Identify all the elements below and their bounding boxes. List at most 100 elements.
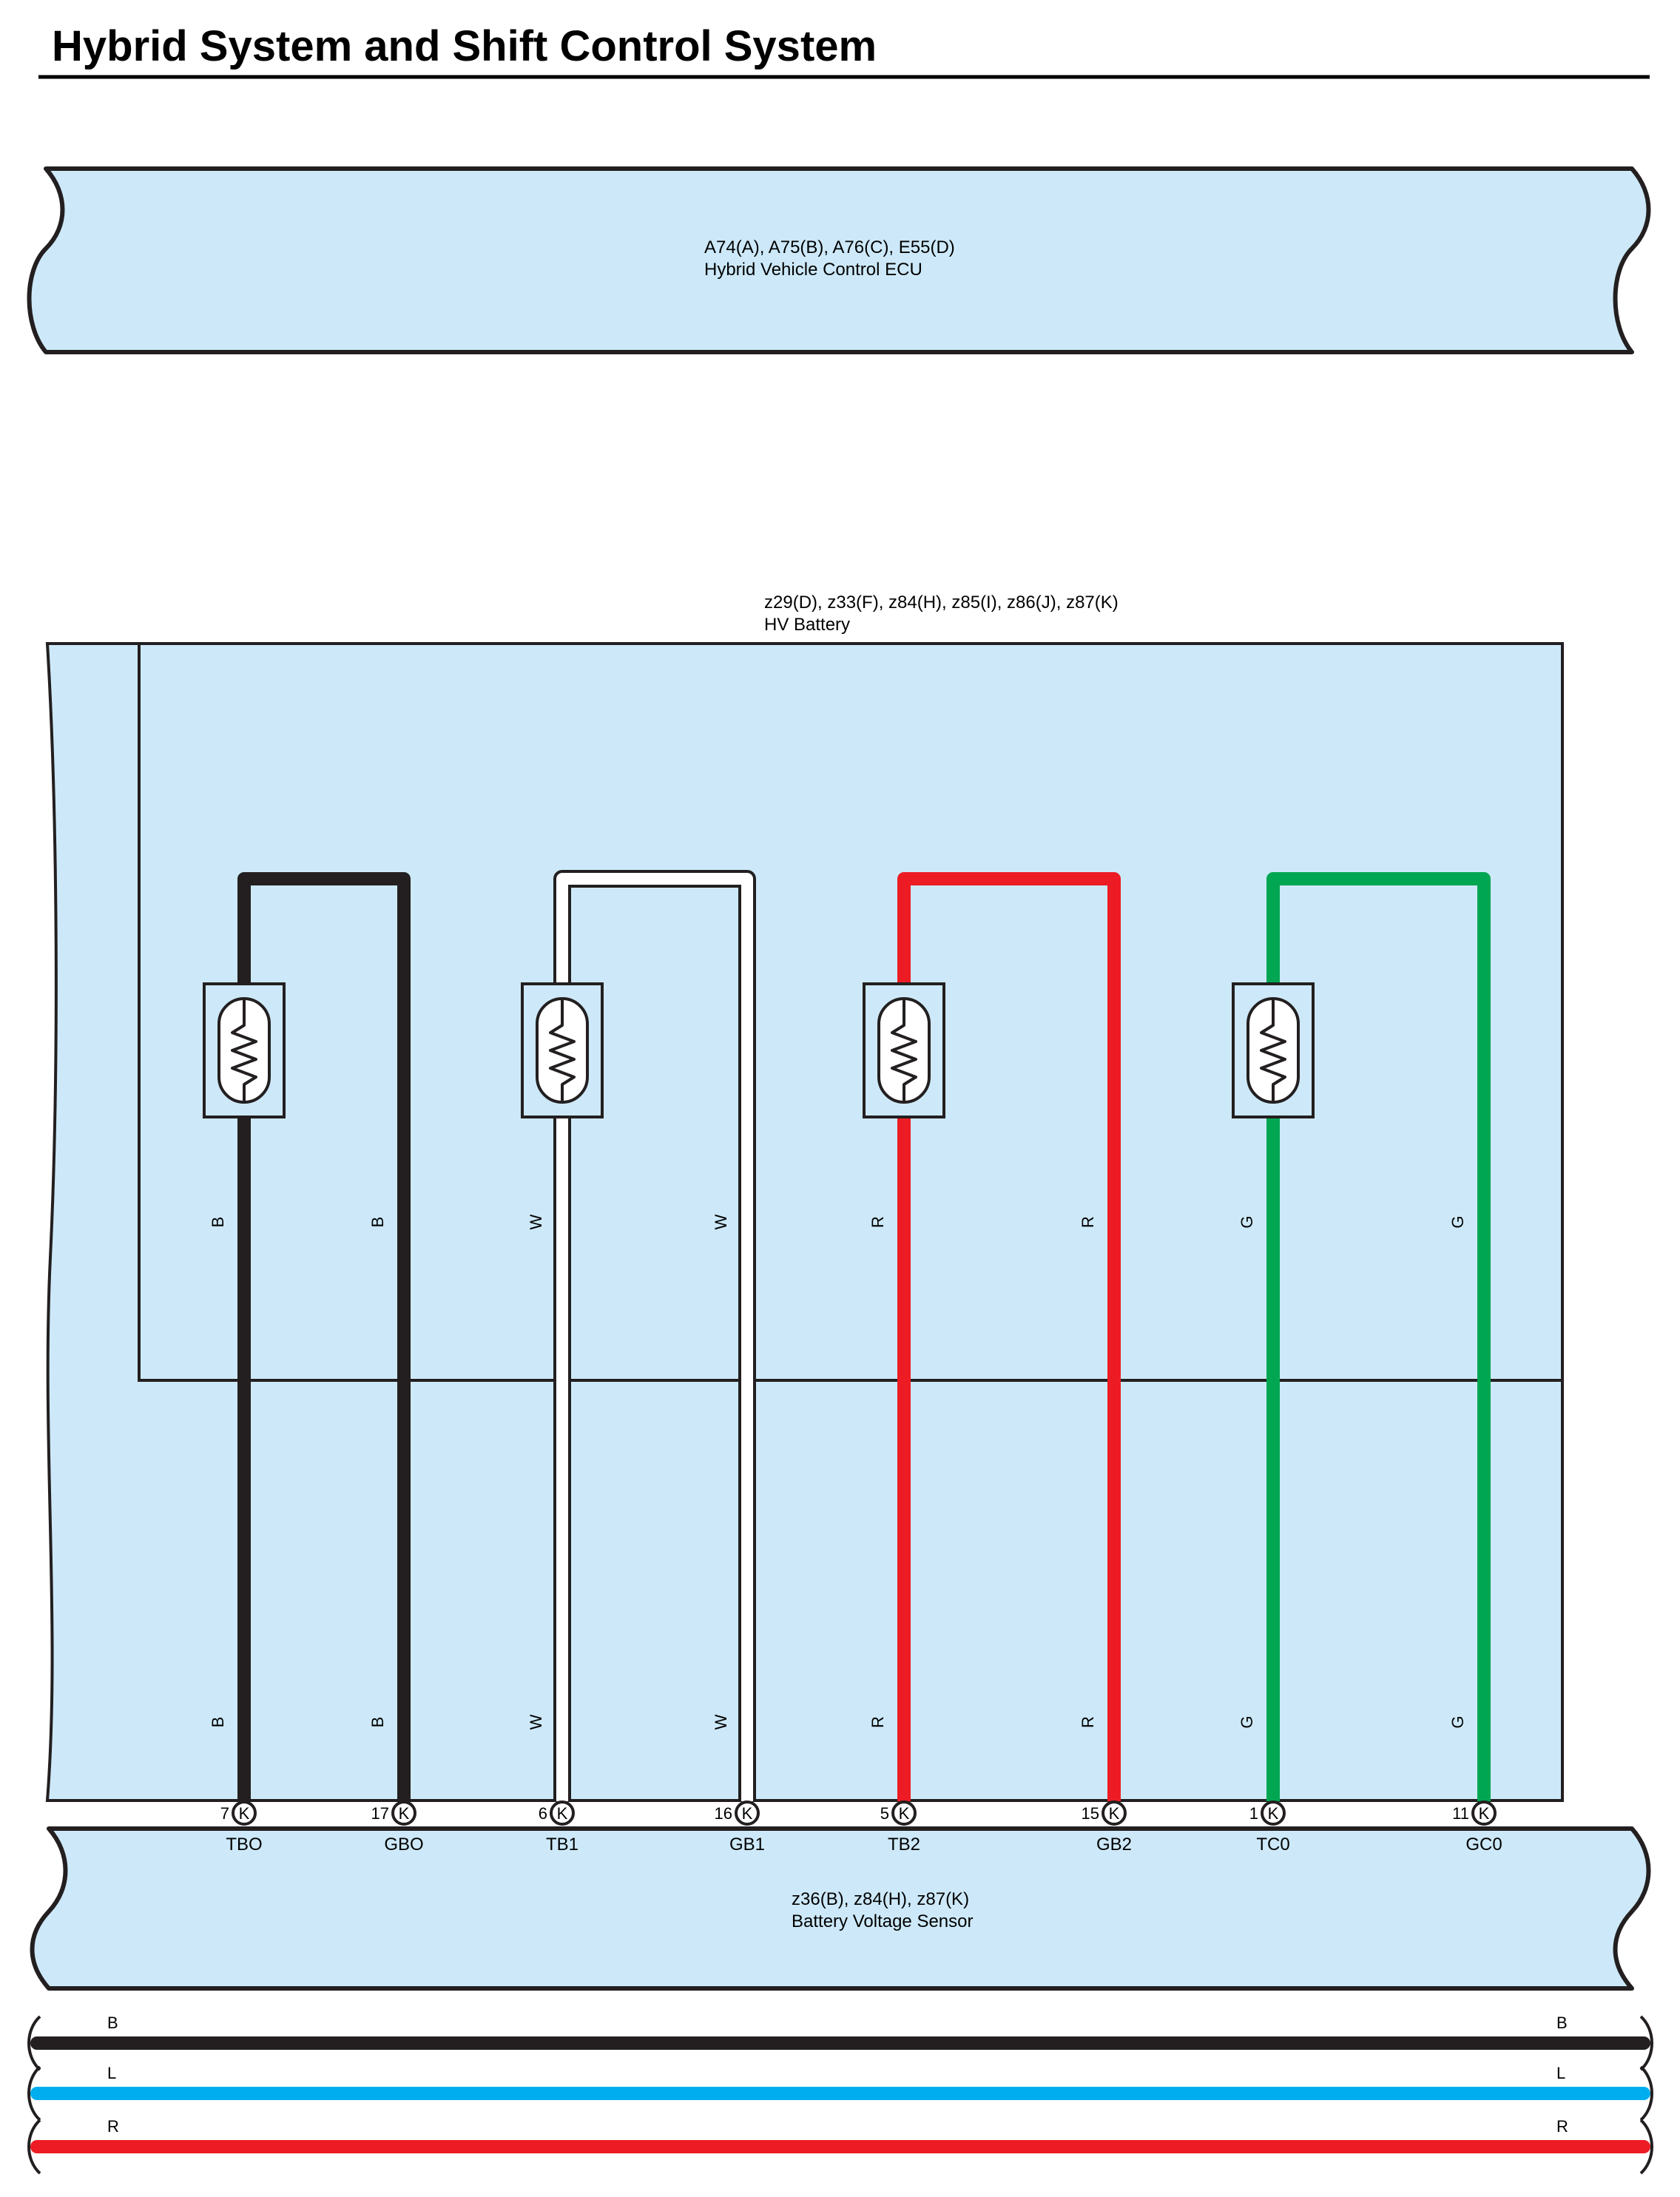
pin-gb1-terminal: GB1 xyxy=(729,1835,765,1855)
page-title: Hybrid System and Shift Control System xyxy=(52,22,877,70)
pin-gbo-connector: K xyxy=(399,1804,410,1823)
pin-tb1-circle xyxy=(550,1801,575,1826)
continuation-label-left: L xyxy=(107,2064,116,2082)
circuit-tb1-gb1-wire[interactable] xyxy=(556,873,753,1801)
circuit-tc0-gc0-right-color-upper: G xyxy=(1448,1215,1467,1228)
voltage-sensor-panel xyxy=(30,1826,1651,1991)
circuit-tc0-gc0-thermistor-resistor-symbol xyxy=(1260,999,1286,1102)
hv-battery-component[interactable] xyxy=(45,642,1564,1802)
circuit-tb1-gb1-right-color-lower: W xyxy=(712,1714,730,1729)
pin-tb1-connector: K xyxy=(557,1804,568,1823)
circuit-tc0-gc0-wire[interactable] xyxy=(1266,872,1491,1801)
circuit-tb2-gb2-left-color-lower: R xyxy=(868,1716,887,1728)
break-mark-right xyxy=(1639,2065,1653,2122)
pin-gbo-number: 17 xyxy=(371,1804,389,1823)
circuit-tc0-gc0-right-color-lower: G xyxy=(1448,1715,1467,1728)
break-mark-right xyxy=(1639,2119,1653,2175)
pin-tb1-number: 6 xyxy=(539,1804,547,1823)
pin-tb2-connector: K xyxy=(899,1804,910,1823)
circuit-tbo-gbo-wire[interactable] xyxy=(237,872,411,1801)
pin-gb1-connector: K xyxy=(742,1804,753,1823)
continuation-label-right: L xyxy=(1556,2064,1565,2082)
pin-tc0-connector: K xyxy=(1268,1804,1279,1823)
circuit-tc0-gc0-left-color-lower: G xyxy=(1238,1715,1256,1728)
pin-gc0-terminal: GC0 xyxy=(1465,1835,1502,1855)
circuit-tb1-gb1-thermistor xyxy=(521,982,604,1118)
sensor-name-label: Battery Voltage Sensor xyxy=(792,1911,973,1931)
pin-tc0-terminal: TC0 xyxy=(1256,1835,1289,1855)
circuit-tbo-gbo-left-color-upper: B xyxy=(209,1217,227,1228)
continuation-label-right: B xyxy=(1556,2014,1568,2032)
ecu-panel xyxy=(27,166,1651,354)
sensor-code-label: z36(B), z84(H), z87(K) xyxy=(792,1889,969,1909)
voltage-sensor-component[interactable]: z36(B), z84(H), z87(K) Battery Voltage S… xyxy=(30,1826,1651,1991)
circuit-tb1-gb1-left-color-lower: W xyxy=(527,1714,545,1729)
circuit-tb2-gb2-left-color-upper: R xyxy=(868,1216,887,1228)
circuit-tbo-gbo-left-color-lower: B xyxy=(209,1717,227,1728)
pin-gb2-number: 15 xyxy=(1082,1804,1099,1823)
pin-gb2-circle xyxy=(1102,1801,1127,1826)
circuit-tc0-gc0-thermistor xyxy=(1232,982,1315,1118)
circuit-tbo-gbo-right-color-upper: B xyxy=(368,1217,387,1228)
circuit-tb1-gb1-thermistor-resistor-symbol xyxy=(549,999,576,1102)
pin-gc0-connector: K xyxy=(1479,1804,1490,1823)
pin-tb2-number: 5 xyxy=(880,1804,889,1823)
battery-inner-block xyxy=(138,642,1564,1382)
battery-name-label: HV Battery xyxy=(764,615,850,635)
pin-tb2-terminal: TB2 xyxy=(888,1835,920,1855)
circuit-tbo-gbo-thermistor xyxy=(203,982,286,1118)
break-mark-right xyxy=(1639,2015,1653,2071)
circuit-tbo-gbo-right-color-lower: B xyxy=(368,1717,387,1728)
pin-tb2-circle xyxy=(891,1801,917,1826)
circuit-tb2-gb2-wire[interactable] xyxy=(897,872,1121,1801)
hv-battery-panel xyxy=(45,642,1564,1802)
pin-gbo-circle xyxy=(391,1801,416,1826)
circuit-tb2-gb2-right-color-upper: R xyxy=(1079,1216,1097,1228)
pin-tbo-connector: K xyxy=(239,1804,250,1823)
ecu-code-label: A74(A), A75(B), A76(C), E55(D) xyxy=(704,237,955,257)
circuit-tb1-gb1-left-color-upper: W xyxy=(527,1214,545,1229)
pin-tbo-circle xyxy=(232,1801,257,1826)
pin-tbo-terminal: TBO xyxy=(226,1835,262,1855)
pin-tbo-number: 7 xyxy=(220,1804,229,1823)
circuit-tb2-gb2-thermistor xyxy=(863,982,945,1118)
circuit-tbo-gbo-thermistor-resistor-symbol xyxy=(231,999,257,1102)
pin-gb1-circle xyxy=(735,1801,760,1826)
pin-gc0-number: 11 xyxy=(1452,1804,1469,1823)
pin-gb1-number: 16 xyxy=(715,1804,732,1823)
break-mark-left xyxy=(27,2015,41,2071)
circuit-tb1-gb1-right-color-upper: W xyxy=(712,1214,730,1229)
continuation-label-left: B xyxy=(107,2014,118,2032)
ecu-component[interactable]: A74(A), A75(B), A76(C), E55(D) Hybrid Ve… xyxy=(27,166,1651,354)
pin-tc0-number: 1 xyxy=(1249,1804,1258,1823)
break-mark-left xyxy=(27,2065,41,2122)
pin-tc0-circle xyxy=(1261,1801,1286,1826)
continuation-label-right: R xyxy=(1556,2117,1568,2136)
circuit-tb2-gb2-right-color-lower: R xyxy=(1079,1716,1097,1728)
continuation-label-left: R xyxy=(107,2117,119,2136)
pin-gb2-terminal: GB2 xyxy=(1096,1835,1132,1855)
circuit-tb2-gb2-thermistor-resistor-symbol xyxy=(891,999,917,1102)
circuit-tc0-gc0-left-color-upper: G xyxy=(1238,1215,1256,1228)
pin-gc0-circle xyxy=(1471,1801,1497,1826)
pin-tb1-terminal: TB1 xyxy=(546,1835,578,1855)
break-mark-left xyxy=(27,2119,41,2175)
pin-gb2-connector: K xyxy=(1109,1804,1120,1823)
ecu-name-label: Hybrid Vehicle Control ECU xyxy=(704,260,922,280)
pin-gbo-terminal: GBO xyxy=(384,1835,423,1855)
battery-code-label: z29(D), z33(F), z84(H), z85(I), z86(J), … xyxy=(764,593,1119,612)
